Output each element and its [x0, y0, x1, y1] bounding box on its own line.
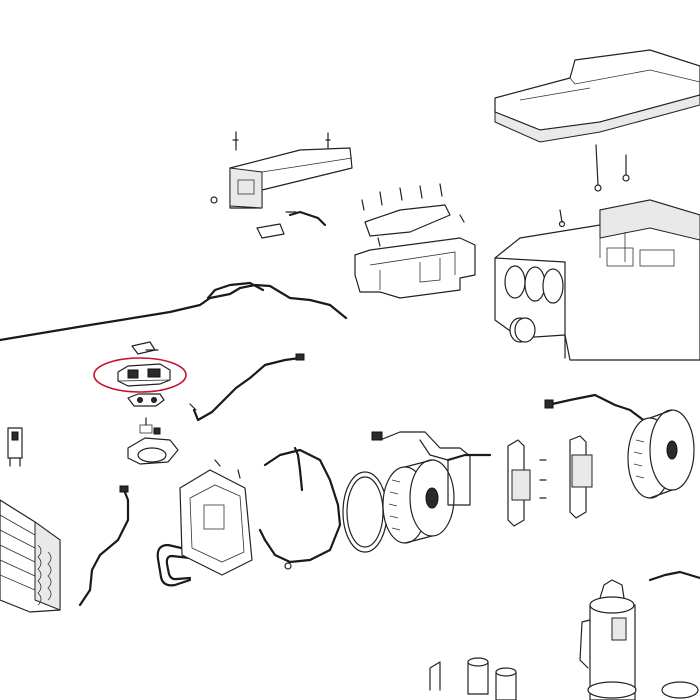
motor-bracket-part[interactable] [371, 431, 492, 506]
display-board-part[interactable] [179, 459, 253, 576]
clip-part[interactable] [131, 341, 159, 355]
sensor-wire-part[interactable] [189, 353, 305, 422]
wire-harness-part[interactable] [0, 281, 348, 342]
sensor-assembly-part[interactable] [127, 417, 179, 465]
coil-wire-part[interactable] [78, 485, 130, 607]
compressor-wire-part[interactable] [648, 570, 700, 699]
cover-screws [558, 144, 630, 228]
lower-bracket-part[interactable] [127, 393, 165, 407]
heater-element-part[interactable] [507, 435, 593, 527]
capacitor-parts[interactable] [429, 657, 517, 700]
loop-wire-part[interactable] [258, 446, 342, 570]
drain-plug-part[interactable] [509, 317, 536, 343]
center-frame-part[interactable] [354, 183, 476, 299]
fan-wheel-part[interactable] [627, 409, 695, 499]
top-cover-part[interactable] [494, 49, 700, 143]
compressor-part[interactable] [579, 579, 637, 700]
mount-clip-part[interactable] [7, 427, 23, 467]
blower-wheel-part[interactable] [382, 459, 455, 544]
u-tube-part[interactable] [156, 543, 192, 587]
evaporator-coil-part[interactable] [0, 499, 61, 613]
terminal-bracket-part[interactable] [256, 210, 327, 239]
highlight-circle [93, 357, 187, 393]
small-bracket-part[interactable] [117, 363, 171, 387]
blower-ring-part[interactable] [342, 471, 388, 553]
fan-motor-wire-part[interactable] [544, 393, 652, 427]
control-box-part[interactable] [210, 131, 353, 209]
